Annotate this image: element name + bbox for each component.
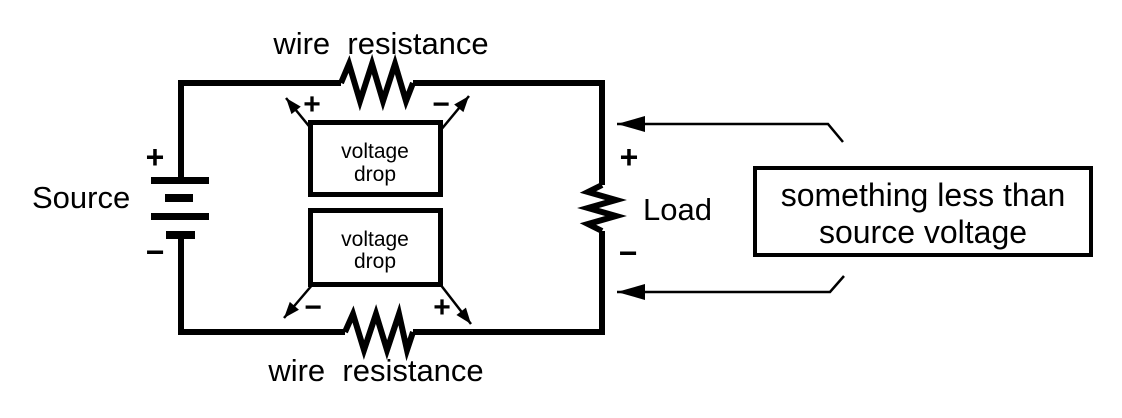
battery-icon [151, 177, 209, 239]
wire-resistance-top-label: wire resistance [272, 26, 488, 61]
voltage-drop-top-right-arrow [439, 95, 470, 132]
load-minus-sign: − [619, 235, 638, 271]
battery-plate-short-bottom [166, 231, 195, 239]
voltage-drop-top-line2: drop [354, 163, 396, 186]
wire-resistance-bottom-label: wire resistance [267, 353, 483, 388]
voltage-drop-bottom-left-arrow [283, 283, 314, 319]
load-label: Load [643, 192, 712, 227]
voltage-drop-bottom-line1: voltage [341, 228, 409, 251]
callout-line2: source voltage [819, 214, 1027, 250]
callout-line1: something less than [781, 177, 1066, 213]
voltage-drop-bottom-minus-sign: − [304, 291, 322, 324]
source-label: Source [32, 180, 130, 215]
voltage-drop-top-line1: voltage [341, 140, 409, 163]
resistor-load-icon [577, 182, 627, 234]
load-plus-sign: + [620, 139, 639, 175]
voltage-drop-bottom-box [308, 208, 443, 287]
voltage-drop-bottom-plus-sign: + [433, 291, 451, 324]
resistor-bottom-icon [342, 302, 416, 362]
callout-box [753, 166, 1093, 257]
source-minus-sign: − [146, 234, 165, 270]
circuit-wire-loop [178, 80, 605, 335]
source-plus-sign: + [146, 139, 165, 175]
resistor-top-icon [338, 53, 416, 112]
voltage-drop-bottom-line2: drop [354, 250, 396, 273]
voltage-drop-top-plus-sign: + [303, 88, 321, 121]
battery-plate-short-upper [165, 194, 193, 202]
voltage-drop-top-minus-sign: − [432, 88, 450, 121]
voltage-drop-top-box [308, 120, 443, 197]
callout-bottom-arrow [617, 275, 845, 300]
battery-plate-long-lower [151, 213, 209, 220]
callout-top-arrow [617, 116, 844, 143]
battery-plate-long-top [151, 177, 209, 184]
voltage-drop-bottom-right-arrow [439, 283, 472, 325]
